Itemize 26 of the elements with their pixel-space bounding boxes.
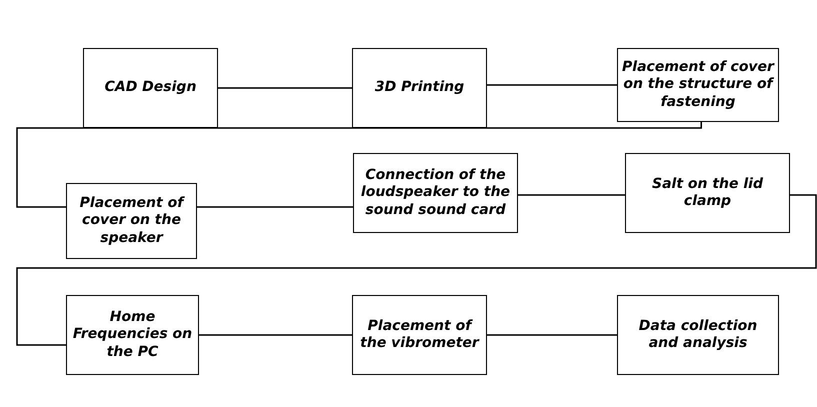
- connector-line: [16, 194, 817, 346]
- step-label: Placement of cover on the speaker: [78, 194, 186, 248]
- connector-line: [487, 334, 617, 336]
- step-label: 3D Printing: [374, 79, 464, 97]
- step-label: Placement of the vibrometer: [359, 318, 480, 352]
- process-box: [617, 48, 779, 122]
- connector-line: [199, 334, 352, 336]
- process-box: [66, 183, 197, 259]
- process-box: [625, 153, 790, 233]
- step-label: Placement of cover on the structure of fastening: [622, 58, 774, 112]
- step-label: Connection of the loudspeaker to the sound sound card: [360, 166, 512, 220]
- process-box: [352, 48, 487, 128]
- connector-line: [16, 122, 702, 208]
- step-label: CAD Design: [104, 79, 196, 97]
- connector-line: [197, 206, 353, 208]
- step-label: Data collection and analysis: [638, 318, 758, 352]
- step-label: Home Frequencies on the PC: [72, 308, 194, 362]
- connector-line: [487, 84, 617, 86]
- process-box: [66, 295, 199, 375]
- connector-line: [518, 194, 625, 196]
- step-label: Salt on the lid clamp: [650, 176, 764, 210]
- process-box: [352, 295, 487, 375]
- process-box: [617, 295, 779, 375]
- process-box: [353, 153, 518, 233]
- connector-line: [218, 87, 352, 89]
- process-box: [83, 48, 218, 128]
